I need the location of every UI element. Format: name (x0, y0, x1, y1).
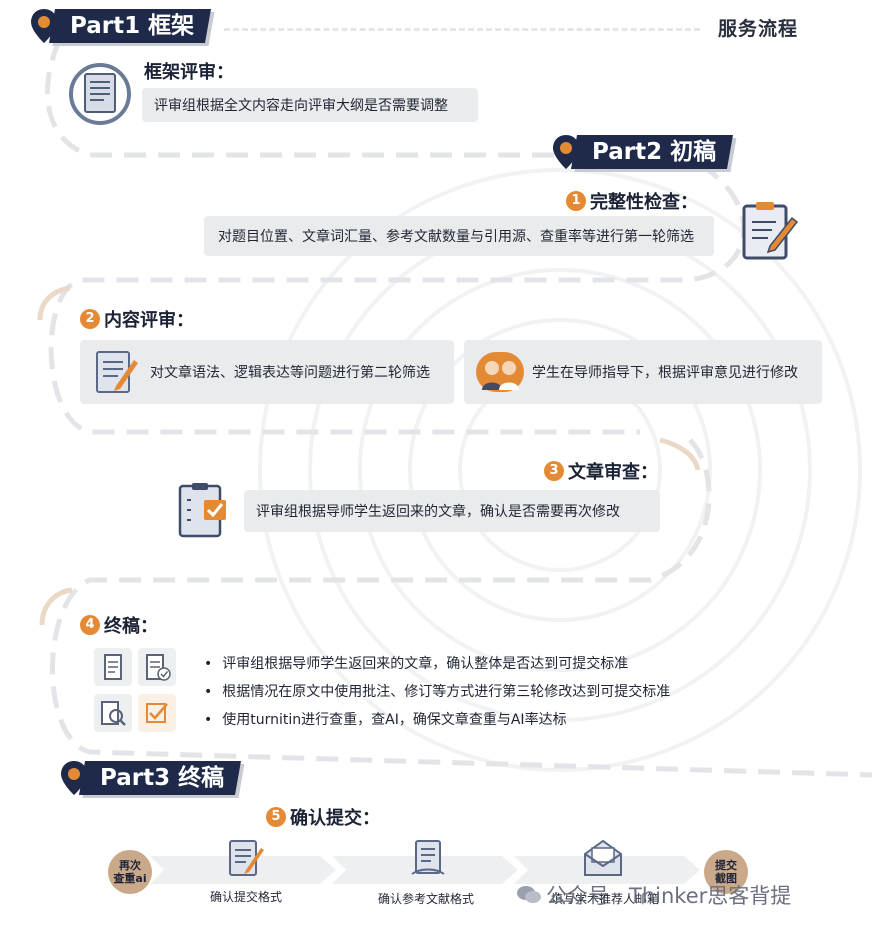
part1-label: Part1 框架 (49, 9, 212, 43)
completeness-box: 对题目位置、文章词汇量、参考文献数量与引用源、查重率等进行第一轮筛选 (204, 216, 714, 256)
header-divider (224, 28, 700, 31)
step3-label: 填写学术推荐人邮箱 (550, 892, 659, 906)
document-check-icon (146, 654, 171, 681)
framework-review-box: 评审组根据全文内容走向评审大纲是否需要调整 (142, 88, 478, 122)
email-icon (584, 839, 622, 876)
step2-label: 确认参考文献格式 (377, 892, 474, 906)
search-document-icon (101, 701, 126, 726)
step-number-badge: 2 (80, 309, 100, 329)
location-pin-icon (553, 135, 579, 169)
document-refresh-icon (69, 63, 131, 125)
format-edit-icon (229, 840, 264, 876)
clipboard-pencil-icon (742, 202, 799, 260)
watermark-text: 公众号 · Thinker思客背提 (546, 884, 792, 908)
content-review-title-text: 内容评审： (104, 310, 194, 331)
service-flow-title: 服务流程 (718, 18, 799, 40)
document-check-tile (138, 648, 176, 686)
checklist-icon (178, 483, 226, 538)
location-pin-icon (31, 9, 57, 43)
step-number-badge: 3 (544, 461, 564, 481)
framework-review-desc: 评审组根据全文内容走向评审大纲是否需要调整 (154, 98, 448, 114)
content-review-item1: 对文章语法、逻辑表达等问题进行第二轮筛选 (150, 365, 430, 381)
step-number-badge: 4 (80, 615, 100, 635)
wechat-watermark: 公众号 · Thinker思客背提 (516, 880, 791, 910)
part2-banner: Part2 初稿 (552, 134, 734, 170)
search-document-tile (94, 694, 132, 732)
confirm-title-text: 确认提交： (290, 808, 380, 829)
step-number-badge: 1 (566, 191, 586, 211)
final-draft-bullets: 评审组根据导师学生返回来的文章，确认整体是否达到可提交标准 根据情况在原文中使用… (204, 650, 670, 734)
content-review-box-1: 对文章语法、逻辑表达等问题进行第二轮筛选 (80, 340, 454, 404)
article-review-box: 评审组根据导师学生返回来的文章，确认是否需要再次修改 (244, 490, 660, 532)
part3-banner: Part3 终稿 (60, 760, 242, 796)
checkbox-icon (146, 703, 168, 723)
part2-label: Part2 初稿 (571, 135, 734, 169)
document-tile (94, 648, 132, 686)
completeness-title-text: 完整性检查： (590, 192, 698, 213)
content-review-title: 2 内容评审： (80, 306, 194, 332)
part1-banner: Part1 框架 (30, 8, 212, 44)
final-draft-bullet-2: 根据情况在原文中使用批注、修订等方式进行第三轮修改达到可提交标准 (204, 678, 670, 706)
references-icon (411, 840, 445, 875)
location-pin-icon (61, 761, 87, 795)
confirm-title: 5 确认提交： (266, 804, 380, 830)
submit-screenshot-circle: 提交 截图 (704, 850, 748, 894)
article-review-title: 3 文章审查： (544, 458, 658, 484)
final-draft-title-text: 终稿： (104, 616, 158, 637)
completeness-title: 1 完整性检查： (566, 188, 698, 214)
part3-label: Part3 终稿 (79, 761, 242, 795)
mentor-student-icon (476, 352, 524, 392)
final-draft-title: 4 终稿： (80, 612, 158, 638)
document-icon (104, 654, 122, 680)
step-number-badge: 5 (266, 807, 286, 827)
completeness-desc: 对题目位置、文章词汇量、参考文献数量与引用源、查重率等进行第一轮筛选 (218, 229, 694, 245)
recheck-ai-circle: 再次 查重ai (108, 850, 152, 894)
wechat-icon (517, 886, 541, 903)
final-draft-bullet-1: 评审组根据导师学生返回来的文章，确认整体是否达到可提交标准 (204, 650, 670, 678)
document-edit-icon (96, 351, 138, 393)
checkbox-tile (138, 694, 176, 732)
article-review-desc: 评审组根据导师学生返回来的文章，确认是否需要再次修改 (256, 504, 620, 520)
step1-label: 确认提交格式 (209, 890, 282, 904)
framework-review-title: 框架评审： (144, 62, 234, 83)
content-review-item2: 学生在导师指导下，根据评审意见进行修改 (532, 365, 798, 381)
final-draft-bullet-3: 使用turnitin进行查重，查AI，确保文章查重与AI率达标 (204, 706, 670, 734)
article-review-title-text: 文章审查： (568, 462, 658, 483)
